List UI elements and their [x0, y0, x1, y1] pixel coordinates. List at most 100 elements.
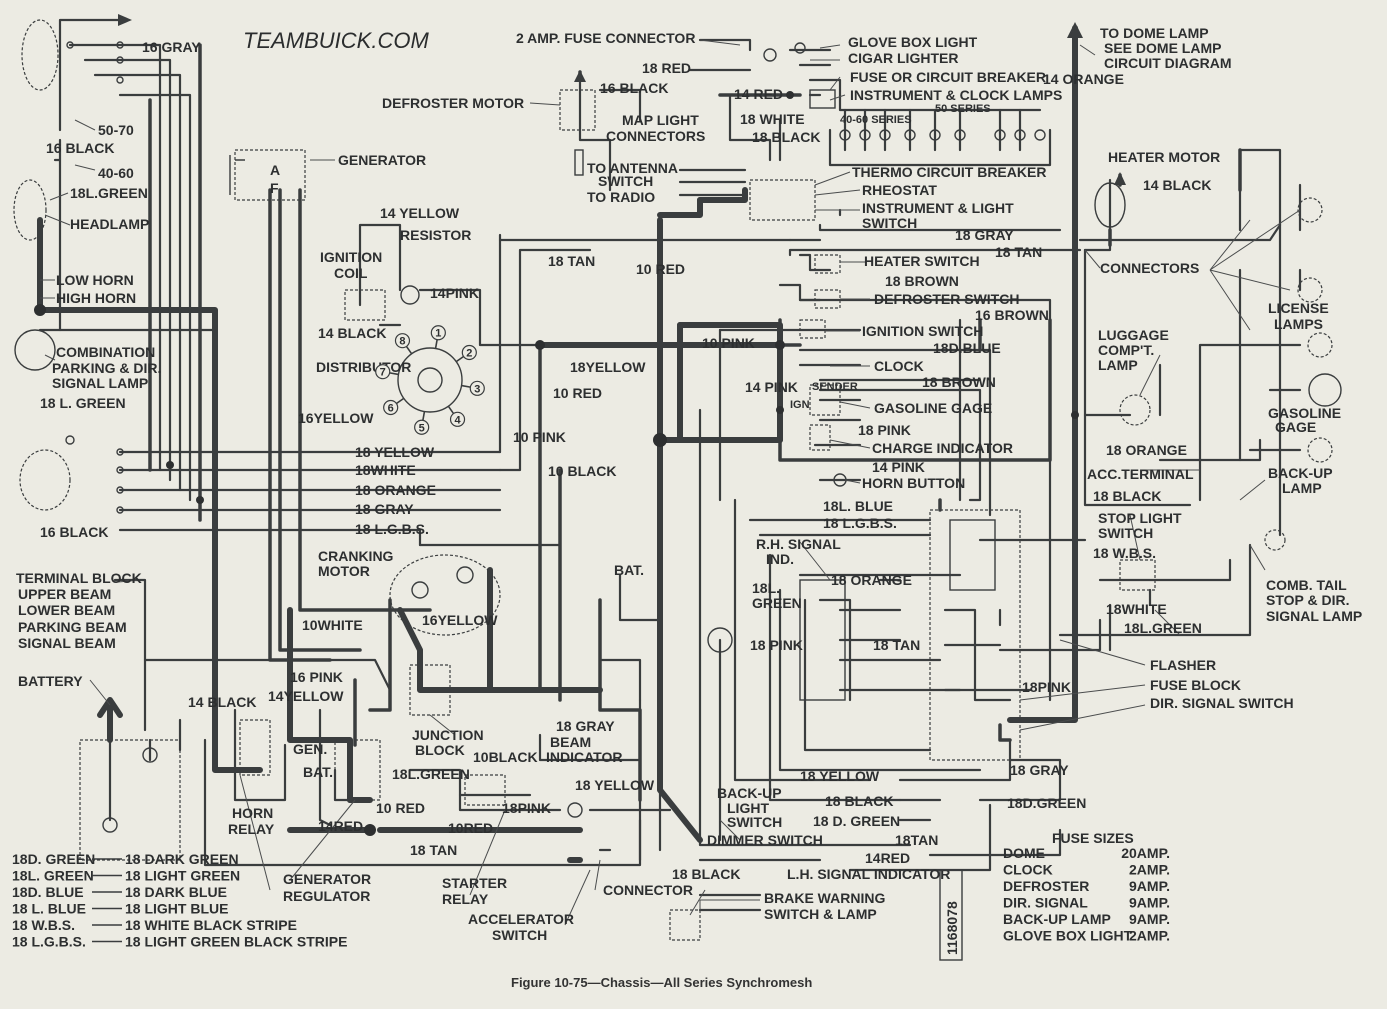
- backup-lamp: [1307, 437, 1333, 463]
- label-ils2: SWITCH: [862, 215, 917, 231]
- label-gas-gage1: GASOLINE: [1268, 405, 1341, 421]
- battery: [79, 697, 181, 861]
- label-gray18c: 18 GRAY: [955, 227, 1014, 243]
- label-ign: IGN: [790, 399, 810, 411]
- heater-motor: [1094, 182, 1126, 228]
- label-instr-clock: INSTRUMENT & CLOCK LAMPS: [850, 87, 1062, 103]
- label-dblue18a: 18D.BLUE: [933, 340, 1001, 356]
- label-junction2: BLOCK: [415, 742, 465, 758]
- fuse-amp: 9AMP.: [1129, 878, 1170, 894]
- label-rh1: R.H. SIGNAL: [756, 536, 841, 552]
- label-pink10: 10 PINK: [702, 335, 755, 351]
- label-distributor: DISTRIBUTOR: [316, 359, 411, 375]
- label-black10b: 10 BLACK: [548, 463, 616, 479]
- fuse-name: DIR. SIGNAL: [1003, 895, 1088, 911]
- label-black14b: 14 BLACK: [188, 694, 256, 710]
- gasoline-gage-sender: [1308, 373, 1342, 407]
- label-dome2: SEE DOME LAMP: [1104, 40, 1221, 56]
- label-tan18c: 18 TAN: [995, 244, 1042, 260]
- figure-caption: Figure 10-75—Chassis—All Series Synchrom…: [511, 975, 812, 990]
- distributor-terminal-number: 2: [466, 347, 472, 359]
- label-tb4: PARKING BEAM: [18, 619, 127, 635]
- distributor-spoke: [434, 339, 438, 349]
- label-heater-motor: HEATER MOTOR: [1108, 149, 1220, 165]
- label-white18b: 18 WHITE: [740, 111, 805, 127]
- label-tan18a: 18 TAN: [410, 842, 457, 858]
- distributor-spoke: [455, 355, 465, 363]
- label-red18a: 18 RED: [642, 60, 691, 76]
- label-yellow18a: 18 YELLOW: [355, 444, 435, 460]
- label-gray18d: 18 GRAY: [1010, 762, 1069, 778]
- label-gen: GEN.: [293, 741, 327, 757]
- label-tb1: TERMINAL BLOCK: [16, 570, 142, 586]
- label-horn-button: HORN BUTTON: [862, 475, 965, 491]
- label-beam2: INDICATOR: [546, 749, 622, 765]
- label-dgreen18a: 18 D. GREEN: [813, 813, 900, 829]
- abbreviation-meaning: 18 LIGHT GREEN: [125, 868, 240, 884]
- label-flasher: FLASHER: [1150, 657, 1216, 673]
- label-series4060: 40-60 SERIES: [840, 114, 912, 126]
- label-yellow14b: 14YELLOW: [268, 688, 344, 704]
- label-ant3: TO RADIO: [587, 189, 655, 205]
- label-fuse-cb: FUSE OR CIRCUIT BREAKER: [850, 69, 1046, 85]
- label-yellow14a: 14 YELLOW: [380, 205, 460, 221]
- label-lgreen18c: 18L.GREEN: [392, 766, 470, 782]
- label-clock: CLOCK: [874, 358, 924, 374]
- label-cranking2: MOTOR: [318, 563, 370, 579]
- label-tan18e: 18TAN: [895, 832, 938, 848]
- label-ils1: INSTRUMENT & LIGHT: [862, 200, 1014, 216]
- label-gray18b: 18 GRAY: [556, 718, 615, 734]
- watermark: TEAMBUICK.COM: [243, 28, 429, 53]
- abbreviation-code: 18D. BLUE: [12, 884, 84, 900]
- label-fuse2a: 2 AMP. FUSE CONNECTOR: [516, 30, 695, 46]
- label-brake1: BRAKE WARNING: [764, 890, 885, 906]
- fuse-name: DEFROSTER: [1003, 878, 1089, 894]
- label-bus3: SWITCH: [727, 814, 782, 830]
- label-battery: BATTERY: [18, 673, 83, 689]
- label-heater-switch: HEATER SWITCH: [864, 253, 980, 269]
- dome-arrow: [118, 14, 1126, 187]
- label-red14c: 14RED: [865, 850, 910, 866]
- label-beam1: BEAM: [550, 734, 591, 750]
- distributor-spoke: [395, 397, 405, 405]
- label-yellow18d: 18 YELLOW: [800, 768, 880, 784]
- label-lgreen18a: 18L.GREEN: [70, 185, 148, 201]
- distributor-terminal-circle: [383, 399, 399, 416]
- label-yellow16a: 16YELLOW: [298, 410, 374, 426]
- label-stop2: SWITCH: [1098, 525, 1153, 541]
- label-ant2: SWITCH: [598, 173, 653, 189]
- label-comb1: COMBINATION: [56, 344, 155, 360]
- label-lgreen18b: 18 L. GREEN: [40, 395, 126, 411]
- fuse-name: GLOVE BOX LIGHT: [1003, 928, 1133, 944]
- headlamp: [13, 179, 47, 241]
- abbreviation-code: 18L. GREEN: [12, 868, 94, 884]
- label-ign-coil1: IGNITION: [320, 249, 382, 265]
- drawing-number-box: 1168078: [939, 869, 963, 961]
- label-sender: SENDER: [812, 381, 858, 393]
- label-ant1: TO ANTENNA: [587, 160, 678, 176]
- distributor-terminal-number: 1: [435, 328, 441, 340]
- label-white18a: 18WHITE: [355, 462, 416, 478]
- label-backup1: BACK-UP: [1268, 465, 1333, 481]
- abbreviation-code: 18 L.G.B.S.: [12, 934, 86, 950]
- label-orange18b: 18 ORANGE: [1106, 442, 1187, 458]
- label-luggage2: COMP'T.: [1098, 342, 1154, 358]
- distributor-spoke: [447, 405, 455, 415]
- label-backup2: LAMP: [1282, 480, 1322, 496]
- label-defroster-switch: DEFROSTER SWITCH: [874, 291, 1019, 307]
- label-map2: CONNECTORS: [606, 128, 705, 144]
- label-black18c: 18 BLACK: [825, 793, 893, 809]
- label-dir-switch: DIR. SIGNAL SWITCH: [1150, 695, 1294, 711]
- label-rh2: IND.: [766, 551, 794, 567]
- label-lgreen18e1: 18L.: [752, 580, 780, 596]
- label-black14c: 14 BLACK: [1143, 177, 1211, 193]
- label-connectors: CONNECTORS: [1100, 260, 1199, 276]
- label-lgreen18d: 18L.GREEN: [1124, 620, 1202, 636]
- defroster-motor: [559, 89, 596, 176]
- abbreviation-code: 18 W.B.S.: [12, 917, 75, 933]
- label-defroster-motor: DEFROSTER MOTOR: [382, 95, 524, 111]
- abbreviation-meaning: 18 WHITE BLACK STRIPE: [125, 917, 297, 933]
- label-black10: 10BLACK: [473, 749, 538, 765]
